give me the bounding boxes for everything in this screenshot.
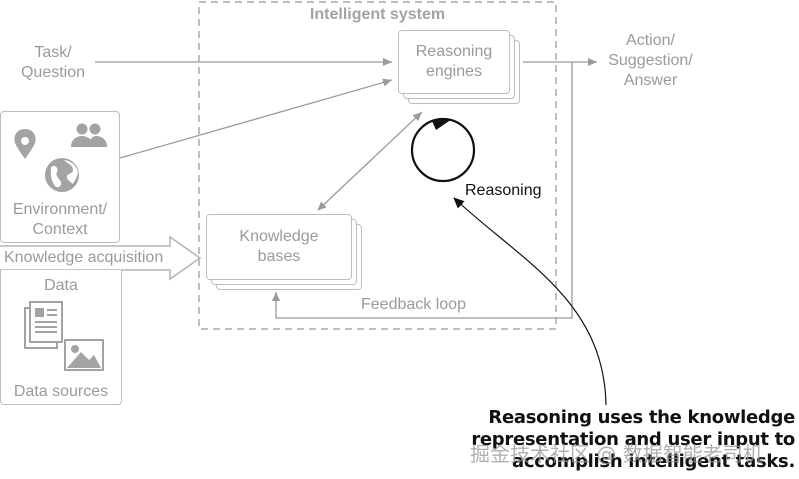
reasoning-cycle-arrowhead	[432, 119, 452, 130]
environment-box: Environment/ Context	[0, 111, 120, 243]
feedback-loop-line	[272, 62, 573, 319]
knowledge-bases-label: Knowledge bases	[239, 228, 319, 265]
callout-text: Reasoning uses the knowledge representat…	[471, 407, 795, 472]
people-icon	[71, 123, 107, 147]
location-pin-icon	[14, 129, 36, 159]
reasoning-engines-label: Reasoning engines	[415, 43, 493, 80]
knowledge-acquisition-arrow	[0, 235, 202, 281]
watermark: 掘金技术社区 @ 数据智能老司机	[470, 442, 763, 466]
system-title: Intelligent system	[309, 6, 446, 23]
kb-reasoning-arrow	[317, 111, 423, 211]
callout-curve	[453, 197, 607, 406]
environment-arrow	[119, 78, 393, 159]
reasoning-label: Reasoning	[465, 182, 542, 199]
reasoning-engines-box: Reasoning engines	[398, 30, 510, 94]
data-sources-label: Data sources	[13, 383, 109, 400]
environment-icons	[14, 123, 107, 192]
environment-label: Environment/ Context	[12, 201, 108, 238]
data-icons	[24, 301, 104, 371]
reasoning-cycle	[410, 117, 476, 183]
knowledge-bases-box: Knowledge bases	[206, 214, 352, 280]
data-sources-box: Data Data sources	[0, 270, 122, 405]
intelligent-system-boundary	[198, 1, 557, 330]
task-label: Task/ Question	[20, 44, 86, 81]
document-icon	[24, 301, 63, 349]
image-icon	[64, 339, 104, 371]
globe-icon	[45, 158, 79, 192]
knowledge-acquisition-label: Knowledge acquisition	[4, 249, 164, 266]
data-title: Data	[44, 277, 78, 294]
output-label: Action/ Suggestion/ Answer	[608, 32, 693, 89]
feedback-loop-label: Feedback loop	[361, 296, 466, 313]
